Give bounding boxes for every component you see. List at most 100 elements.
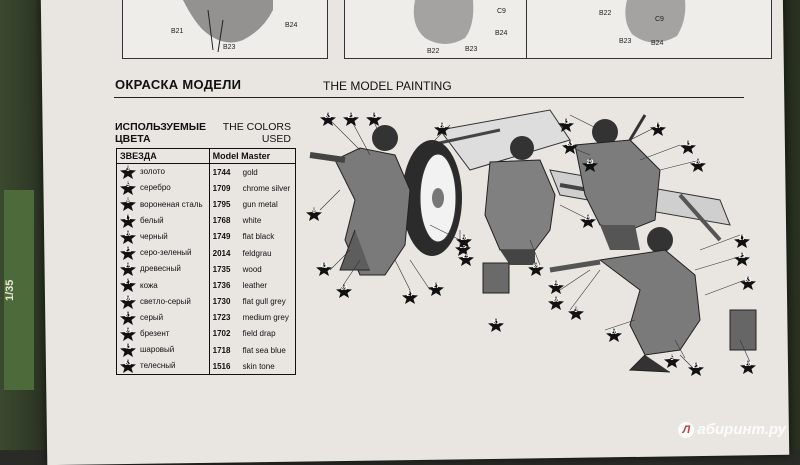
star-icon (320, 112, 336, 126)
star-icon (548, 280, 564, 294)
part-label: C9 (497, 8, 506, 15)
callout-number: 39 (532, 264, 540, 270)
soldier-4-sketch (549, 227, 757, 373)
mm-number: 1709 (208, 180, 240, 197)
color-name-en: wood (242, 264, 262, 274)
star-icon (316, 262, 332, 276)
star-icon (650, 122, 666, 136)
part-label: B21 (171, 28, 184, 35)
callout-number: 20 (744, 362, 752, 368)
callout-number: 20 (694, 160, 702, 166)
star-icon (734, 252, 750, 266)
callout-number: 20 (610, 330, 618, 336)
mm-number: 1702 (208, 325, 240, 343)
paint-number: 17 (124, 215, 132, 222)
figure-sketch-3 (625, 0, 686, 43)
star-icon (428, 282, 444, 296)
star-icon (582, 158, 598, 172)
colors-heading-en: THE COLORS USED (222, 121, 291, 145)
color-name-en: flat black (242, 232, 275, 242)
color-name-en: white (242, 216, 262, 226)
box-label: 1/35 (4, 190, 34, 390)
paint-number: 42 (124, 345, 132, 352)
color-name-en: feldgrau (242, 248, 272, 258)
star-icon (580, 214, 596, 228)
color-name-ru: брезент (140, 329, 170, 339)
paint-number: 39 (124, 328, 132, 335)
color-name-ru: серо-зеленый (140, 248, 192, 258)
color-name-ru: серый (140, 312, 164, 322)
mm-number: 1744 (208, 163, 240, 181)
color-name-ru: серебро (140, 183, 171, 193)
header-model-master: Model Master (208, 148, 296, 164)
color-name-en: gun metal (242, 199, 278, 209)
color-name-en: field drap (242, 329, 276, 339)
color-name-ru: древесный (140, 264, 181, 274)
star-icon (434, 122, 450, 136)
star-icon: 22 (120, 246, 136, 261)
star-icon: 39 (120, 326, 136, 341)
soldier-1-sketch (309, 125, 411, 276)
star-icon (455, 242, 471, 256)
mm-number: 1749 (208, 228, 240, 245)
callout-number: 27 (432, 284, 440, 290)
top-assembly-panels: B21 B23 B24 C9 B22 B23 B24 B22 C9 B23 B2… (76, 0, 776, 60)
star-icon: 5 (120, 181, 136, 196)
callout-number: 5 (670, 356, 674, 362)
callout-number: 22 (738, 254, 746, 260)
mm-number: 1795 (208, 196, 240, 213)
paint-number: 22 (124, 248, 132, 255)
paint-number: 3 (126, 167, 130, 174)
callout-number: 22 (347, 114, 355, 120)
callout-number: 53 (744, 278, 752, 284)
brand-cell: 39 брезент (117, 326, 210, 342)
star-icon: 42 (120, 343, 136, 358)
color-name-en: flat gull grey (242, 297, 286, 307)
callout-number: 29 (586, 160, 594, 166)
part-label: B23 (223, 44, 236, 51)
part-label: C9 (655, 16, 664, 23)
star-icon (488, 318, 504, 332)
star-icon (680, 140, 696, 154)
callout-number: 42 (320, 264, 328, 270)
mm-number: 1723 (208, 309, 240, 326)
star-icon (688, 362, 704, 376)
color-name-ru: вороненая сталь (140, 199, 203, 209)
star-icon (606, 328, 622, 342)
star-icon (458, 252, 474, 266)
star-icon: 20 (120, 229, 136, 244)
star-icon: 17 (120, 213, 136, 228)
soldier-2-sketch (482, 136, 601, 294)
star-icon (740, 276, 756, 290)
part-label: B24 (651, 40, 664, 47)
assembly-panel-2: C9 B22 B23 B24 (344, 0, 542, 59)
star-icon (343, 112, 359, 126)
callout-number: 28 (438, 124, 446, 130)
header-brand: ЗВЕЗДА (116, 148, 210, 164)
color-name-en: medium grey (242, 313, 289, 323)
figure-sketch-1 (183, 0, 273, 53)
color-name-ru: белый (140, 215, 164, 225)
star-icon (528, 262, 544, 276)
star-icon (306, 207, 322, 221)
mm-number: 1730 (208, 293, 240, 310)
callout-number: 53 (566, 142, 574, 148)
color-name-en: gold (242, 167, 258, 177)
star-icon (568, 306, 584, 320)
mm-number: 1718 (208, 342, 240, 359)
star-icon (548, 296, 564, 310)
brand-cell: 17 белый (117, 213, 210, 229)
callout-number: 20 (460, 236, 468, 242)
callout-number: 17 (654, 124, 662, 130)
part-label: B24 (495, 30, 508, 37)
brand-cell: 5 серебро (117, 180, 210, 196)
